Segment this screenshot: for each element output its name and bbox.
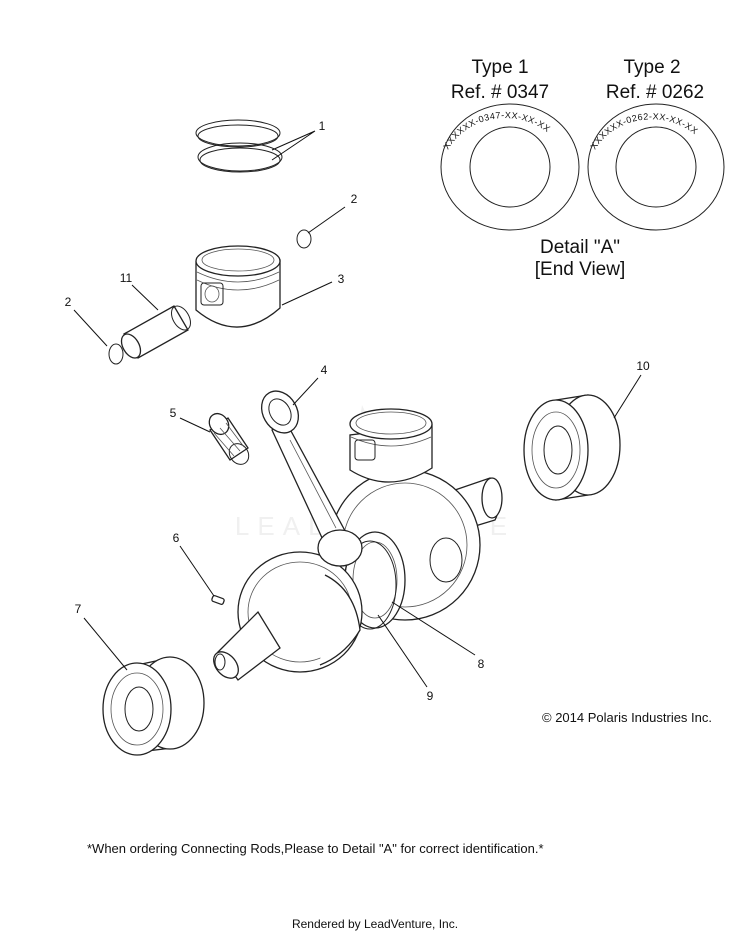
type1-marking-text: XXXXXX-0347-XX-XX-XX	[441, 110, 552, 151]
circlip-left-part	[108, 343, 124, 365]
type1-title: Type 1	[471, 57, 528, 78]
rendered-by-footer: Rendered by LeadVenture, Inc.	[292, 917, 458, 931]
type2-title: Type 2	[623, 57, 680, 78]
callout-10: 10	[636, 359, 650, 373]
callout-6-leader	[179, 545, 215, 597]
type1-bearing-end-view: XXXXXX-0347-XX-XX-XX	[440, 103, 580, 231]
type1-ref: Ref. # 0347	[451, 82, 549, 103]
crankshaft-assembly	[213, 390, 503, 681]
callout-2-left-leader	[73, 309, 108, 347]
ordering-footnote: *When ordering Connecting Rods,Please to…	[87, 841, 544, 856]
piston-part	[195, 245, 281, 328]
callout-5: 5	[170, 406, 177, 420]
callout-7-leader	[83, 617, 128, 671]
callout-2-left: 2	[65, 295, 72, 309]
main-bearing-right-part	[523, 394, 621, 501]
main-bearing-left-part	[102, 656, 205, 756]
callout-2-right: 2	[351, 192, 358, 206]
callout-11: 11	[120, 271, 133, 285]
detail-caption-line1: Detail "A"	[540, 237, 620, 258]
callout-1: 1	[319, 119, 326, 133]
type2-ref: Ref. # 0262	[606, 82, 704, 103]
piston-pin-part	[120, 305, 191, 359]
circlip-right-part	[296, 229, 312, 249]
type2-bearing-end-view: XXXXXX-0262-XX-XX-XX	[587, 103, 725, 231]
callout-4: 4	[321, 363, 328, 377]
type2-marking-text: XXXXXX-0262-XX-XX-XX	[588, 111, 700, 151]
callout-5-leader	[179, 417, 211, 433]
callout-8: 8	[478, 657, 485, 671]
detail-caption-line2: [End View]	[535, 259, 625, 280]
callout-3: 3	[338, 272, 345, 286]
piston-rings-part	[195, 119, 283, 173]
callout-3-leader	[281, 281, 333, 306]
locating-pin-part	[211, 595, 225, 605]
callout-11-leader	[131, 284, 159, 311]
callout-2-right-leader	[307, 206, 346, 234]
callout-6: 6	[173, 531, 180, 545]
callout-4-leader	[292, 377, 319, 406]
callout-9: 9	[427, 689, 434, 703]
callout-7: 7	[75, 602, 82, 616]
callout-9-leader	[377, 614, 428, 688]
needle-bearing-part	[208, 412, 250, 465]
callout-8-leader	[391, 601, 476, 656]
callout-1-leader	[271, 130, 316, 161]
callout-10-leader	[613, 374, 642, 419]
copyright-notice: © 2014 Polaris Industries Inc.	[542, 710, 712, 725]
